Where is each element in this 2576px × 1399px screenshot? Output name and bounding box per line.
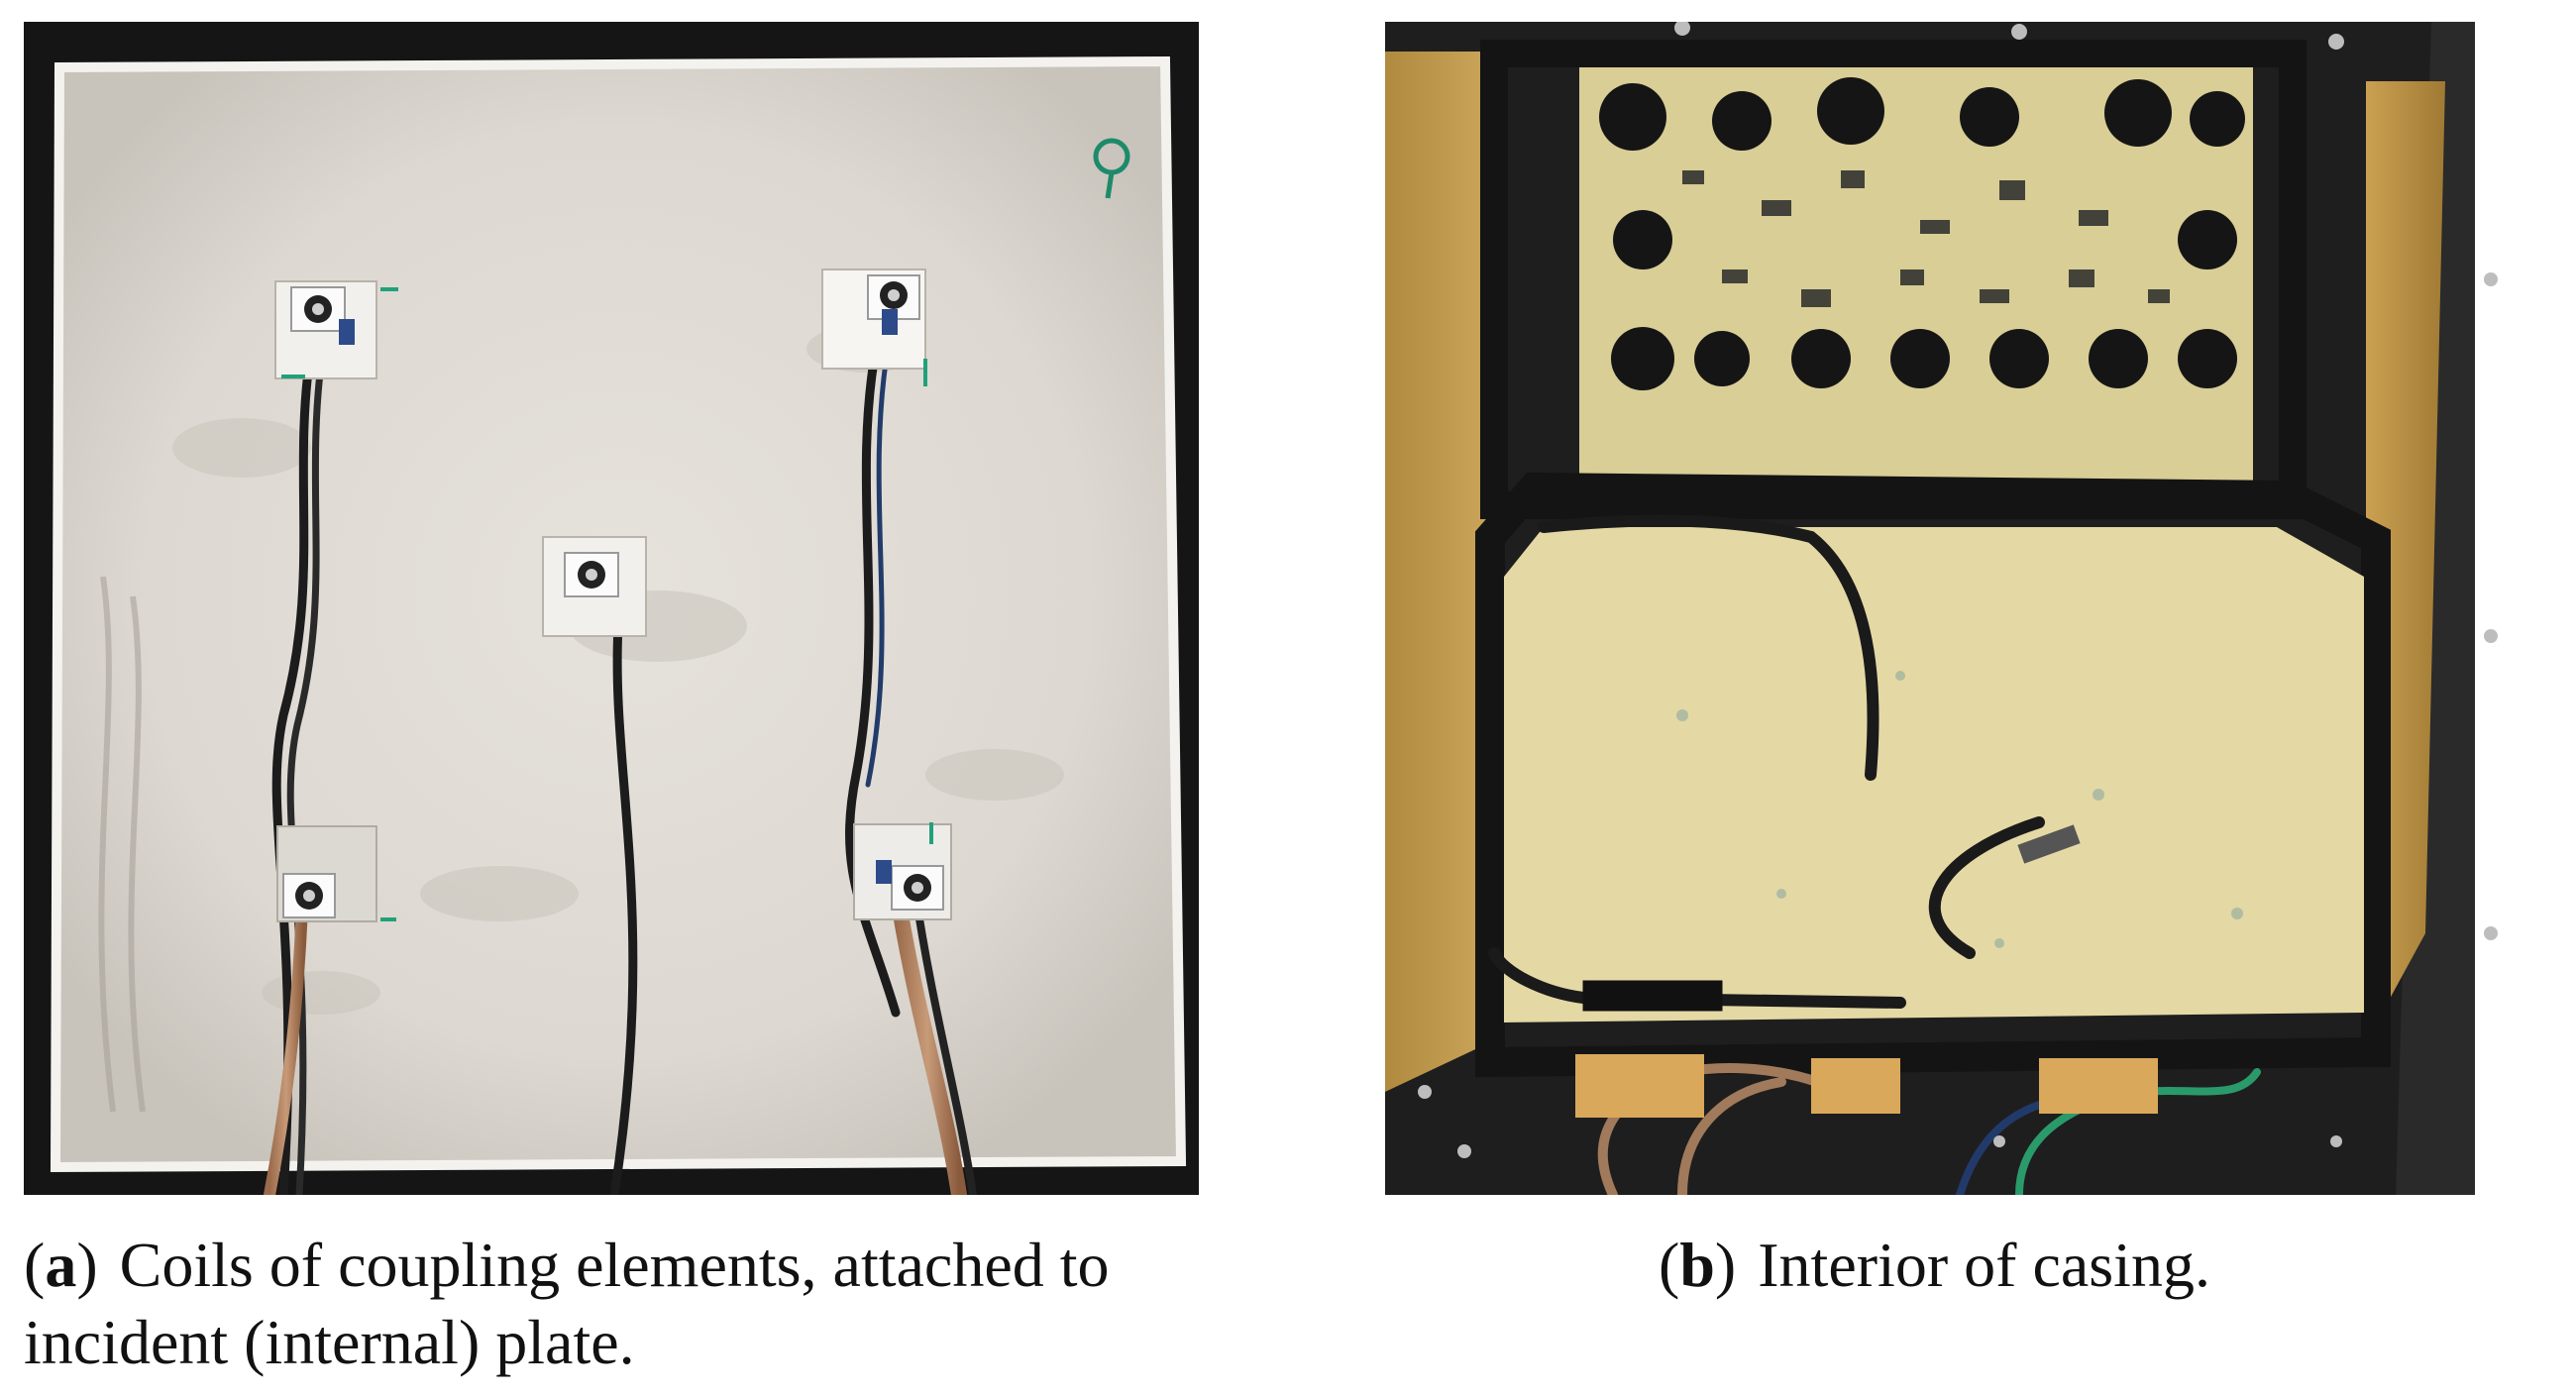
caption-panel-b: (b) Interior of casing. [1659, 1227, 2550, 1304]
panel-label-a: (a) [24, 1230, 98, 1300]
panel-label-b: (b) [1659, 1230, 1737, 1300]
caption-panel-a: (a)Coils of coupling elements, attached … [24, 1227, 1242, 1381]
caption-text-b: Interior of casing. [1758, 1230, 2210, 1300]
photo-casing-interior [1385, 22, 2570, 1195]
photo-coils-on-plate [24, 22, 1199, 1195]
caption-text-a: Coils of coupling elements, attached to … [24, 1230, 1110, 1377]
